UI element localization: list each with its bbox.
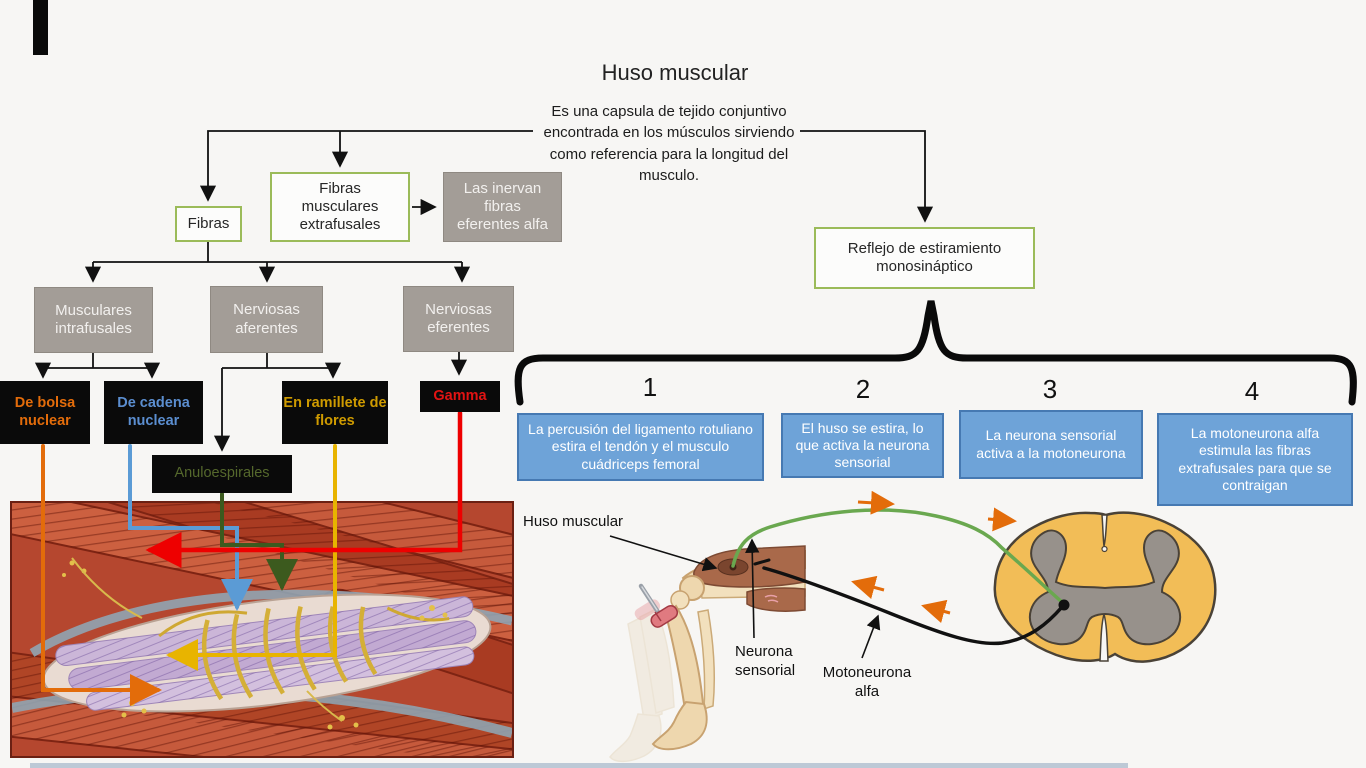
step-2-number: 2 <box>855 374 871 404</box>
label-arrows <box>609 535 881 659</box>
spinal-cord-illustration <box>993 511 1217 663</box>
node-gamma: Gamma <box>420 381 500 412</box>
node-nerviosas-eferentes: Nerviosas eferentes <box>403 286 514 352</box>
neuromuscular-junction <box>753 558 771 566</box>
node-nerviosas-aferentes: Nerviosas aferentes <box>210 286 323 353</box>
synapse-dot <box>1058 599 1070 611</box>
step-4-number: 4 <box>1244 376 1260 406</box>
corner-black-bar <box>33 0 48 55</box>
step-2-box: El huso se estira, lo que activa la neur… <box>781 413 944 478</box>
node-musculares-intrafusales: Musculares intrafusales <box>34 287 153 353</box>
step-3-box: La neurona sensorial activa a la motoneu… <box>959 410 1143 479</box>
motor-neuron-black <box>762 566 1064 646</box>
muscle-fibers-illustration <box>10 501 514 758</box>
node-reflejo-estiramiento: Reflejo de estiramiento monosináptico <box>814 227 1035 289</box>
node-de-cadena-nuclear: De cadena nuclear <box>104 381 203 444</box>
step-3-number: 3 <box>1042 374 1058 404</box>
step-4-box: La motoneurona alfa estimula las fibras … <box>1157 413 1353 506</box>
step-1-number: 1 <box>642 372 658 402</box>
signal-direction-arrows <box>851 490 1017 624</box>
node-las-inervan-fibras-eferentes-alfa: Las inervan fibras eferentes alfa <box>443 172 562 242</box>
label-neurona-sensorial: Neurona sensorial <box>735 643 796 679</box>
bottom-page-strip <box>30 763 1128 768</box>
label-huso-muscular: Huso muscular <box>523 513 624 530</box>
page-title: Huso muscular <box>601 60 749 85</box>
sensory-neuron-green <box>731 508 1064 604</box>
node-fibras-musculares-extrafusales: Fibras musculares extrafusales <box>270 172 410 242</box>
node-de-bolsa-nuclear: De bolsa nuclear <box>0 381 90 444</box>
node-en-ramillete-de-flores: En ramillete de flores <box>282 381 388 444</box>
node-anuloespirales: Anuloespirales <box>152 455 292 493</box>
label-motoneurona-alfa: Motoneurona alfa <box>822 664 912 700</box>
description-text: Es una capsula de tejido conjuntivo enco… <box>543 103 795 185</box>
node-fibras: Fibras <box>175 206 242 242</box>
step-1-box: La percusión del ligamento rotuliano est… <box>517 413 764 481</box>
